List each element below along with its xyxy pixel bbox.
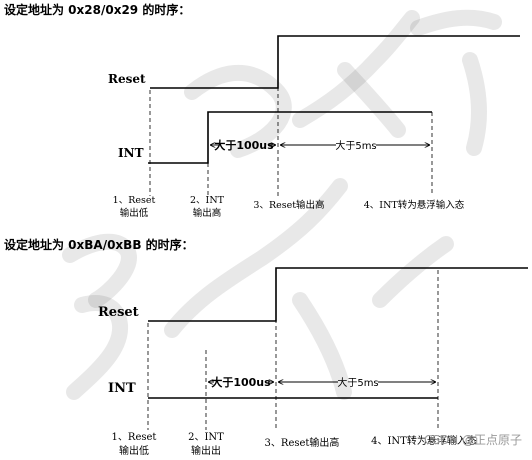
- diagram-2-int-label: INT: [108, 381, 136, 396]
- diagram-2-wait-label: 大于5ms: [337, 376, 378, 389]
- diagram-1-step-2-line1: 2、INT: [190, 195, 225, 206]
- diagram-2: 设定地址为 0xBA/0xBB 的时序： Reset INT 大于100us 大…: [4, 237, 528, 457]
- diagram-1-title: 设定地址为 0x28/0x29 的时序：: [4, 2, 190, 17]
- csdn-watermark-text: CSDN @正点原子: [424, 433, 522, 447]
- diagram-1-step-1-line2: 输出低: [120, 207, 149, 219]
- diagram-1-step-3-line1: 3、Reset输出高: [253, 199, 324, 211]
- diagram-1-reset-label: Reset: [108, 72, 146, 86]
- diagram-2-reset-waveform: [148, 267, 528, 322]
- diagram-1-step-4-line1: 4、INT转为悬浮输入态: [364, 199, 465, 211]
- diagram-1-wait-label: 大于5ms: [335, 139, 376, 152]
- diagram-2-pulse-label: 大于100us: [211, 375, 271, 389]
- diagram-2-step-1-line1: 1、Reset: [112, 432, 157, 443]
- diagram-2-reset-label: Reset: [98, 305, 139, 320]
- diagram-1-pulse-label: 大于100us: [214, 138, 274, 152]
- diagram-1: 设定地址为 0x28/0x29 的时序： Reset INT 大于100us 大…: [4, 2, 520, 219]
- diagram-2-title: 设定地址为 0xBA/0xBB 的时序：: [4, 237, 194, 252]
- diagram-2-step-2-line2: 输出出: [191, 444, 221, 457]
- diagram-1-int-waveform: [148, 111, 432, 164]
- diagram-2-step-3-line1: 3、Reset输出高: [265, 436, 340, 449]
- diagram-2-step-4-line1: 4、INT转为悬浮输入态: [371, 434, 477, 447]
- diagram-2-step-2-line1: 2、INT: [188, 432, 224, 443]
- diagram-1-reset-waveform: [150, 35, 520, 89]
- diagram-1-step-2-line2: 输出高: [193, 207, 222, 219]
- diagram-2-step-1-line2: 输出低: [119, 444, 149, 457]
- diagram-1-int-label: INT: [118, 146, 144, 160]
- diagram-1-step-1-line1: 1、Reset: [113, 195, 156, 206]
